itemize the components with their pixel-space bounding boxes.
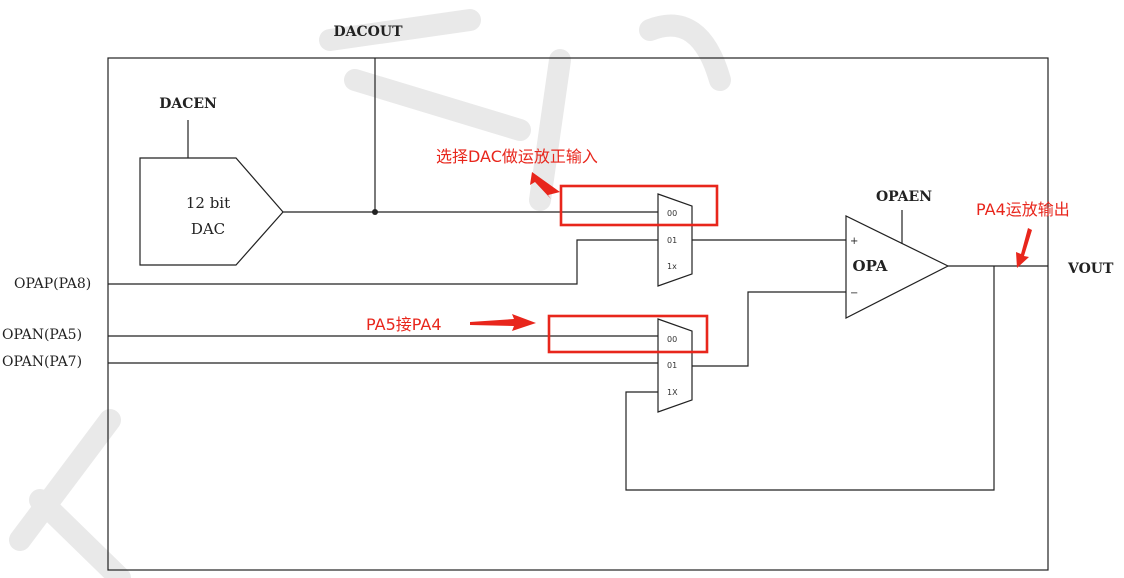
- annotation-pa5-arrow: [470, 314, 536, 331]
- opa-amplifier: [845, 215, 950, 319]
- highlight-box-dac-input: [559, 184, 719, 227]
- annotation-pa4-output: PA4运放输出: [976, 200, 1070, 268]
- opap-pa8-wire: [108, 239, 658, 285]
- opan-pa7-label: OPAN(PA7): [2, 354, 82, 370]
- opa-plus-sign: +: [850, 236, 858, 247]
- opan-pa5-label: OPAN(PA5): [2, 327, 82, 343]
- annotation-dac-select-text: 选择DAC做运放正输入: [436, 147, 598, 166]
- watermark: [9, 9, 731, 578]
- annotation-dac-select: 选择DAC做运放正输入: [436, 147, 719, 227]
- dacout-label: DACOUT: [334, 24, 404, 40]
- junction-dot: [372, 209, 378, 215]
- mux-top-sel-00: 00: [667, 209, 677, 218]
- mux-bottom-sel-1x: 1X: [667, 388, 678, 397]
- dac-label-line2: DAC: [191, 220, 225, 238]
- annotation-dac-select-arrow: [530, 172, 560, 199]
- mux-bottom-sel-01: 01: [667, 361, 677, 370]
- opaen-label: OPAEN: [876, 189, 932, 205]
- mux-top: [657, 193, 693, 287]
- opa-minus-sign: −: [850, 288, 858, 299]
- dacen-label: DACEN: [159, 96, 217, 112]
- mux-top-sel-1x: 1x: [667, 262, 677, 271]
- annotation-pa5-to-pa4-text: PA5接PA4: [366, 315, 442, 334]
- annotation-pa5-to-pa4: PA5接PA4: [366, 314, 709, 354]
- mux-top-sel-01: 01: [667, 236, 677, 245]
- mux-bottom-sel-00: 00: [667, 335, 677, 344]
- annotation-pa4-output-text: PA4运放输出: [976, 200, 1070, 219]
- opa-label: OPA: [853, 257, 888, 275]
- highlight-box-pa5: [547, 314, 709, 354]
- chip-boundary: [107, 57, 1049, 571]
- vout-label: VOUT: [1067, 261, 1114, 277]
- dac-label-line1: 12 bit: [186, 194, 230, 212]
- annotation-pa4-arrow: [1016, 228, 1032, 268]
- feedback-wire: [625, 266, 995, 491]
- mux-bottom-output-wire: [692, 291, 846, 367]
- dac-block: [139, 157, 284, 266]
- opap-pa8-label: OPAP(PA8): [14, 276, 91, 292]
- mux-bottom: [657, 318, 693, 413]
